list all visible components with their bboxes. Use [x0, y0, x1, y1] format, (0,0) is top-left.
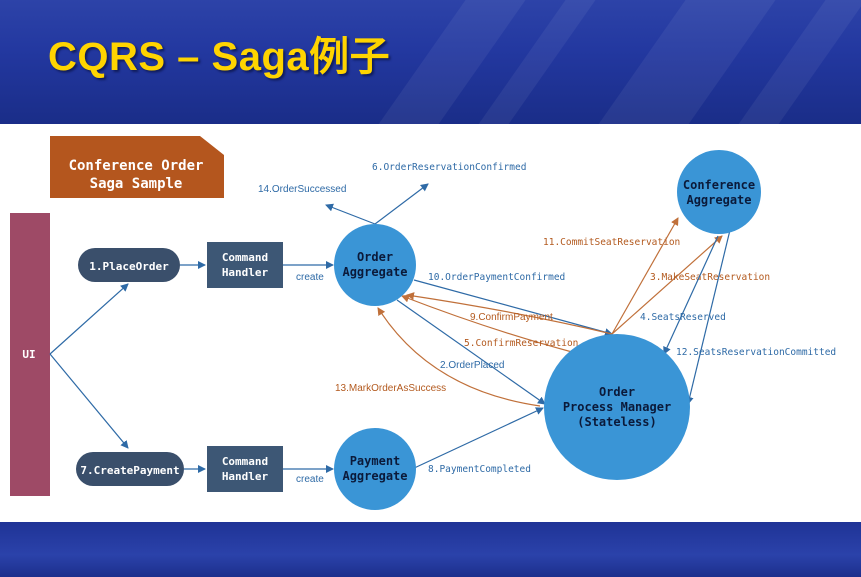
create-top-label: create [296, 272, 324, 283]
edge-commit-seat-reservation [611, 217, 679, 335]
order-payment-confirmed-label: 10.OrderPaymentConfirmed [428, 272, 565, 283]
create-payment-node: 7.CreatePayment [76, 452, 184, 486]
process-manager-node: Order Process Manager (Stateless) [544, 334, 690, 480]
banner-line1: Conference Order [69, 158, 204, 174]
create-payment-label: 7.CreatePayment [80, 464, 179, 477]
process-manager-line2: Process Manager [563, 400, 671, 414]
create-bottom-label: create [296, 474, 324, 485]
conference-aggregate-line1: Conference [683, 178, 755, 192]
edge-order-payment-confirmed [413, 279, 613, 337]
command-handler-top: Command Handler [207, 242, 283, 288]
edge-seats-reservation-committed [685, 229, 731, 405]
edge-mark-order-success [377, 307, 541, 407]
edge-order-successed [325, 203, 376, 225]
order-placed-label: 2.OrderPlaced [440, 360, 504, 371]
process-manager-line3: (Stateless) [577, 415, 656, 429]
slide-title: CQRS – Saga例子 [48, 35, 391, 79]
edge-order-placed [396, 299, 546, 405]
confirm-reservation-label: 5.ConfirmReservation [464, 338, 578, 349]
saga-diagram: Conference Order Saga Sample UI 1.PlaceO… [10, 136, 836, 510]
handler-bottom-line2: Handler [222, 470, 269, 483]
seats-reservation-committed-label: 12.SeatsReservationCommitted [676, 347, 836, 358]
confirm-payment-label: 9.ConfirmPayment [470, 312, 553, 323]
edge-ui-placeorder [49, 283, 129, 355]
ui-node: UI [10, 213, 50, 496]
payment-aggregate-line1: Payment [350, 454, 401, 468]
process-manager-line1: Order [599, 385, 635, 399]
slide-header [0, 0, 861, 124]
handler-top-line2: Handler [222, 266, 269, 279]
edge-ui-createpayment [49, 353, 129, 449]
payment-aggregate-line2: Aggregate [342, 469, 407, 483]
slide-footer [0, 522, 861, 577]
payment-aggregate-node: Payment Aggregate [334, 428, 416, 510]
make-seat-reservation-label: 3.MakeSeatReservation [650, 272, 770, 283]
order-successed-label: 14.OrderSuccessed [258, 184, 346, 195]
handler-top-line1: Command [222, 251, 268, 264]
edge-order-reservation-confirmed [374, 183, 429, 225]
diagram-canvas: Conference Order Saga Sample UI 1.PlaceO… [0, 124, 861, 522]
order-aggregate-line1: Order [357, 250, 393, 264]
payment-completed-label: 8.PaymentCompleted [428, 464, 531, 475]
seats-reserved-label: 4.SeatsReserved [640, 312, 726, 323]
place-order-label: 1.PlaceOrder [89, 260, 169, 273]
mark-order-success-label: 13.MarkOrderAsSuccess [335, 383, 446, 394]
edge-payment-completed [409, 407, 544, 471]
edge-confirm-payment [406, 292, 613, 335]
ui-label: UI [22, 348, 35, 361]
edge-seats-reserved [663, 235, 719, 355]
edge-make-seat-reservation [611, 235, 723, 335]
edge-confirm-reservation [401, 294, 573, 353]
place-order-node: 1.PlaceOrder [78, 248, 180, 282]
conference-aggregate-node: Conference Aggregate [677, 150, 761, 234]
sample-banner: Conference Order Saga Sample [50, 136, 224, 198]
order-aggregate-line2: Aggregate [342, 265, 407, 279]
command-handler-bottom: Command Handler [207, 446, 283, 492]
commit-seat-reservation-label: 11.CommitSeatReservation [543, 237, 680, 248]
order-reservation-confirmed-label: 6.OrderReservationConfirmed [372, 162, 526, 173]
conference-aggregate-line2: Aggregate [686, 193, 751, 207]
banner-line2: Saga Sample [90, 176, 183, 192]
order-aggregate-node: Order Aggregate [334, 224, 416, 306]
handler-bottom-line1: Command [222, 455, 268, 468]
